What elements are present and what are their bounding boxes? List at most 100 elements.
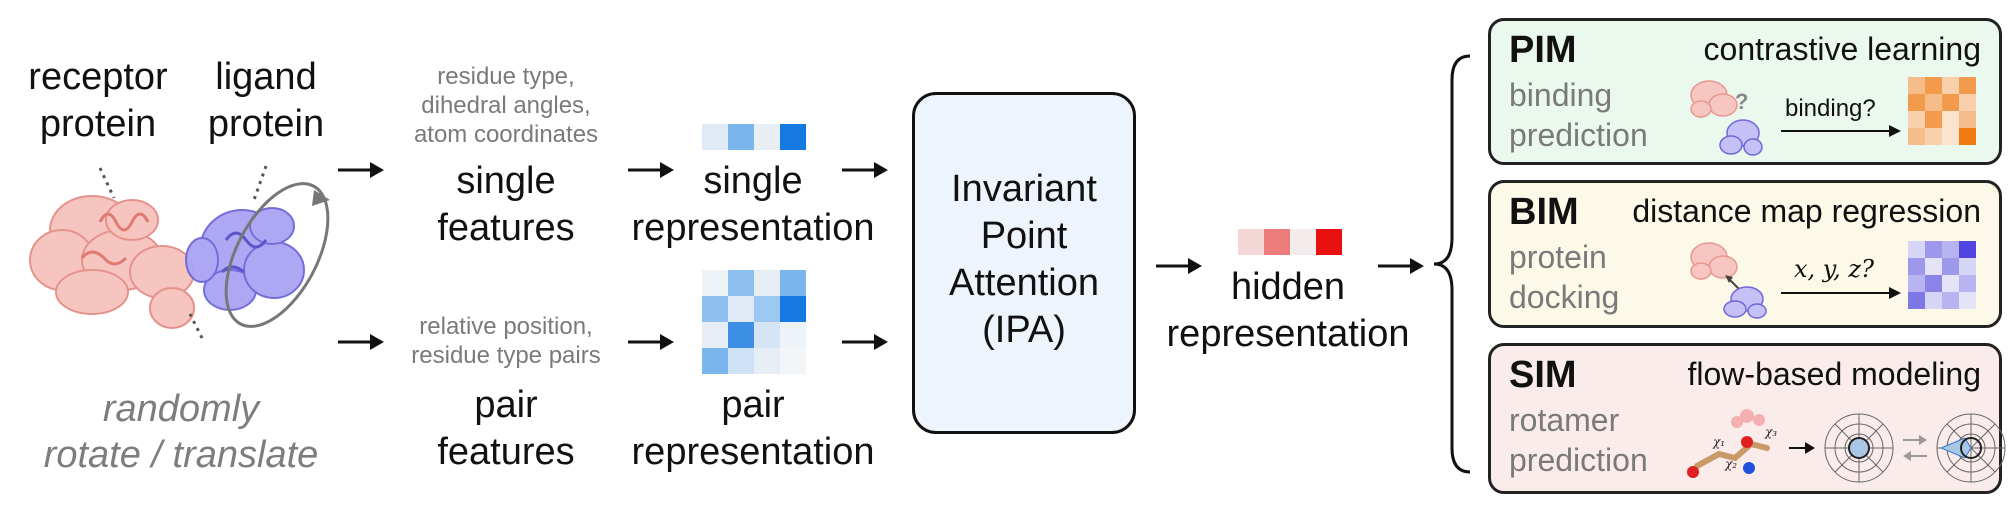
bim-task-label: protein docking [1509, 239, 1620, 315]
pair-rep-cell [780, 322, 806, 348]
pim-objective: contrastive learning [1703, 31, 1981, 67]
single-representation-label: single representation [631, 160, 875, 249]
pair-rep-cell [754, 296, 780, 322]
bim-heat-cell [1925, 258, 1942, 275]
pair-rep-cell [702, 322, 728, 348]
pim-arrow [1781, 125, 1901, 137]
sim-abbr: SIM [1509, 354, 1577, 396]
bim-objective: distance map regression [1632, 193, 1981, 229]
sim-task-label: rotamer prediction [1509, 402, 1648, 478]
pim-heat-cell [1942, 77, 1959, 94]
hidden-representation-vector [1238, 229, 1342, 255]
svg-text:χ₁: χ₁ [1712, 435, 1725, 449]
bim-diagram-label: x, y, z? [1794, 255, 1874, 283]
single-rep-cell [728, 124, 754, 150]
arrow-hidden-to-tasks [1378, 258, 1424, 274]
rotation-ellipse-icon [224, 182, 330, 328]
pair-representation-label: pair representation [631, 384, 875, 473]
bim-heat-cell [1942, 241, 1959, 258]
single-rep-cell [702, 124, 728, 150]
pair-rep-cell [754, 270, 780, 296]
bim-heat-cell [1959, 275, 1976, 292]
arrow-input-to-single [338, 162, 384, 178]
pair-rep-cell [728, 322, 754, 348]
pim-heat-cell [1925, 77, 1942, 94]
pair-feature-description: relative position, residue type pairs [411, 313, 601, 369]
pair-rep-cell [728, 348, 754, 374]
bim-heat-cell [1908, 275, 1925, 292]
sim-task-card: SIM flow-based modeling rotamer predicti… [1488, 343, 2006, 494]
pim-heat-cell [1908, 111, 1925, 128]
pim-heat-cell [1925, 111, 1942, 128]
arrow-single-features-to-rep [628, 162, 674, 178]
arrow-input-to-pair [338, 334, 384, 350]
hidden-rep-cell [1316, 229, 1342, 255]
arrow-pair-rep-to-ipa [842, 334, 888, 350]
hidden-rep-cell [1264, 229, 1290, 255]
ipa-module [912, 92, 1136, 434]
single-feature-description: residue type, dihedral angles, atom coor… [413, 63, 599, 148]
flow-arrows-icon [1903, 435, 1927, 461]
bim-heat-cell [1959, 241, 1976, 258]
bim-heat-cell [1908, 241, 1925, 258]
pair-rep-cell [702, 296, 728, 322]
svg-text:χ₂: χ₂ [1724, 457, 1737, 471]
arrow-pair-features-to-rep [628, 334, 674, 350]
pim-heat-cell [1942, 94, 1959, 111]
single-features-label: single features [437, 160, 575, 249]
pim-diagram-label: binding? [1785, 95, 1876, 122]
single-representation-vector [702, 124, 806, 150]
bim-arrow [1781, 287, 1901, 299]
pim-heat-cell [1942, 128, 1959, 145]
pim-question-mark: ? [1735, 89, 1748, 114]
receptor-protein-icon [29, 167, 195, 329]
pair-rep-cell [754, 322, 780, 348]
receptor-label: receptor protein [28, 56, 168, 145]
pair-rep-cell [728, 270, 754, 296]
pair-rep-cell [702, 348, 728, 374]
pim-protein-pair-icon: ? [1690, 80, 1763, 156]
pim-heat-cell [1908, 128, 1925, 145]
pair-rep-cell [780, 270, 806, 296]
bim-protein-pair-icon [1690, 242, 1767, 319]
polar-plot-icon [1824, 413, 1894, 483]
arrow-single-rep-to-ipa [842, 162, 888, 178]
pim-heat-cell [1908, 94, 1925, 111]
hidden-representation-label: hidden representation [1166, 266, 1410, 355]
polar-plot-2-icon [1936, 413, 2006, 483]
pair-rep-cell [754, 348, 780, 374]
bim-heat-cell [1908, 258, 1925, 275]
pim-heat-cell [1959, 94, 1976, 111]
hidden-rep-cell [1238, 229, 1264, 255]
bim-task-card: BIM distance map regression protein dock… [1488, 180, 2002, 328]
side-chain-icon: χ₁ χ₂ χ₃ [1687, 409, 1777, 478]
ligand-label: ligand protein [207, 56, 325, 145]
bim-heat-cell [1959, 292, 1976, 309]
bim-heat-cell [1942, 275, 1959, 292]
bim-heat-cell [1925, 292, 1942, 309]
sim-objective: flow-based modeling [1687, 356, 1982, 392]
ipa-label: Invariant Point Attention (IPA) [949, 168, 1099, 351]
pair-rep-cell [780, 348, 806, 374]
bim-output-heatmap [1908, 241, 1976, 309]
bim-heat-cell [1908, 292, 1925, 309]
hidden-rep-cell [1290, 229, 1316, 255]
pim-heat-cell [1959, 128, 1976, 145]
pim-heat-cell [1908, 77, 1925, 94]
augmentation-label: randomly rotate / translate [43, 388, 319, 476]
bim-heat-cell [1942, 292, 1959, 309]
bim-heat-cell [1925, 241, 1942, 258]
pim-heat-cell [1942, 111, 1959, 128]
pim-abbr: PIM [1509, 29, 1577, 71]
svg-text:χ₃: χ₃ [1764, 425, 1777, 439]
pair-rep-cell [780, 296, 806, 322]
bim-abbr: BIM [1509, 191, 1579, 233]
pair-features-label: pair features [437, 384, 575, 473]
pim-output-heatmap [1908, 77, 1976, 145]
ligand-protein-icon [185, 165, 305, 339]
pim-heat-cell [1925, 94, 1942, 111]
sim-arrow [1789, 442, 1815, 454]
bim-heat-cell [1925, 275, 1942, 292]
pim-task-label: binding prediction [1509, 77, 1648, 153]
bim-heat-cell [1942, 258, 1959, 275]
